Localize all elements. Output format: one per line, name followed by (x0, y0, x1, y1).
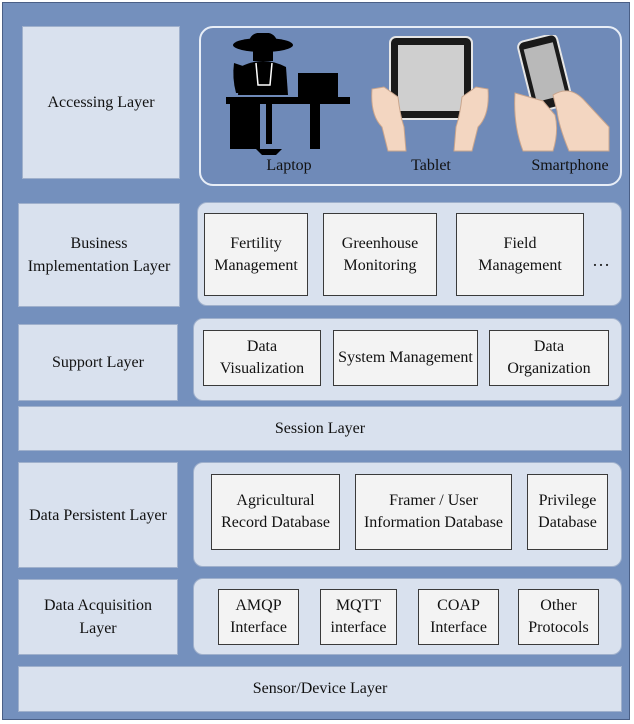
laptop-caption: Laptop (266, 157, 312, 174)
fertility-management-box: Fertility Management (204, 213, 308, 296)
more-modules-ellipsis: … (592, 250, 612, 270)
coap-interface-box: COAP Interface (418, 589, 499, 645)
other-protocols-box: Other Protocols (518, 589, 599, 645)
privilege-database-box: Privilege Database (527, 474, 608, 550)
smartphone-caption: Smartphone (531, 157, 609, 174)
tablet-caption: Tablet (411, 157, 451, 174)
sensor-device-layer-bar: Sensor/Device Layer (18, 666, 622, 712)
accessing-layer-label: Accessing Layer (22, 26, 180, 179)
system-management-box: System Management (333, 330, 478, 386)
tablet-icon (371, 36, 489, 152)
mqtt-interface-box: MQTT interface (320, 589, 397, 645)
data-visualization-box: Data Visualization (203, 330, 321, 386)
laptop-user-icon (226, 33, 350, 155)
amqp-interface-box: AMQP Interface (218, 589, 299, 645)
greenhouse-monitoring-box: Greenhouse Monitoring (323, 213, 437, 296)
session-layer-bar: Session Layer (18, 406, 622, 451)
field-management-box: Field Management (456, 213, 584, 296)
data-persistent-layer-label: Data Persistent Layer (18, 462, 178, 568)
data-acquisition-layer-label: Data Acquisition Layer (18, 579, 178, 655)
business-layer-label: Business Implementation Layer (18, 203, 180, 307)
support-layer-label: Support Layer (18, 324, 178, 401)
agricultural-record-database-box: Agricultural Record Database (211, 474, 340, 550)
smartphone-icon (514, 35, 610, 152)
user-information-database-box: Framer / User Information Database (355, 474, 512, 550)
data-organization-box: Data Organization (489, 330, 609, 386)
